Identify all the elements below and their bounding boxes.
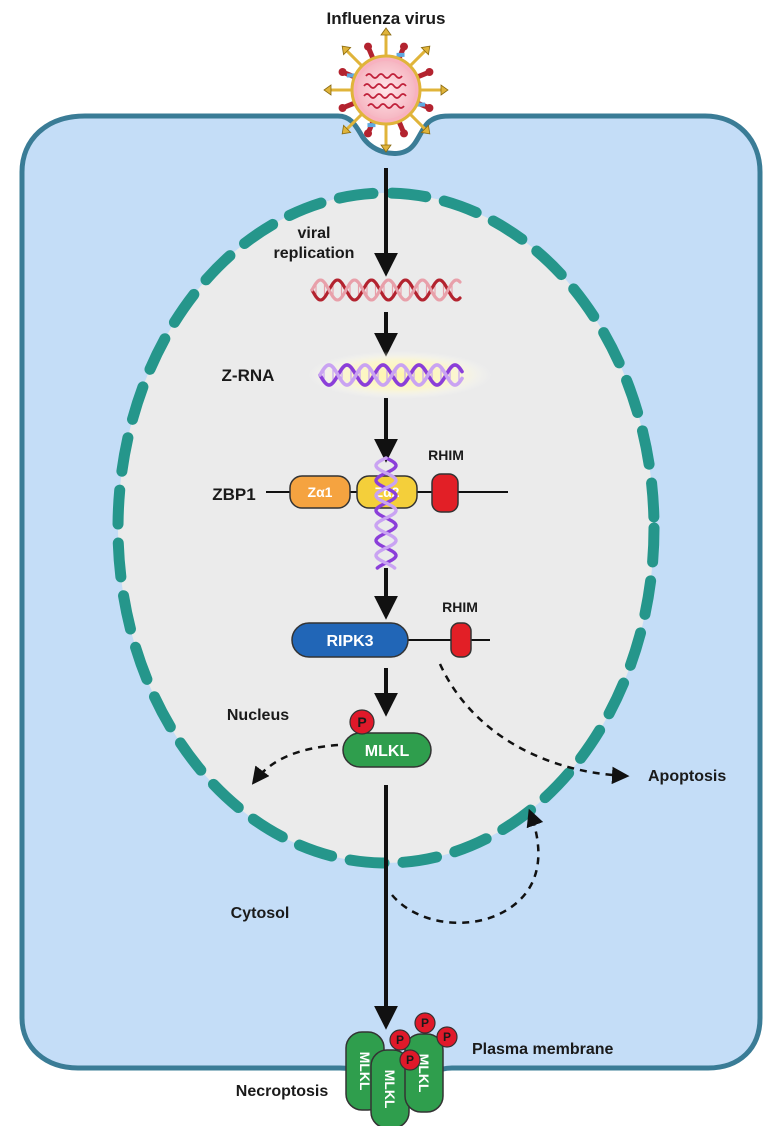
zbp1-bound-zrna-icon [374, 456, 398, 570]
mlkl-domain [342, 732, 432, 768]
mlkl-label: MLKL [365, 743, 410, 760]
viral-rna-helix-icon [310, 278, 462, 302]
zbp1-label: ZBP1 [212, 485, 255, 504]
za1-label: Zα1 [308, 484, 333, 500]
influenza-virus-icon [323, 27, 449, 153]
viral-replication-label-line1: viral [298, 225, 331, 242]
phospho-label: P [357, 714, 366, 730]
phospho-mem-4 [436, 1026, 458, 1048]
mlkl-oligomer: MLKL MLKL MLKL P P P P [345, 1012, 458, 1126]
plasma-membrane-label: Plasma membrane [472, 1041, 614, 1058]
ripk3-rhim-domain [450, 622, 472, 658]
phospho-mem-1 [389, 1029, 411, 1051]
virus-label: Influenza virus [326, 9, 445, 28]
apoptosis-arrow [438, 663, 630, 785]
mlkl-rotated-label-2: MLKL [382, 1070, 398, 1109]
zrna-label: Z-RNA [222, 366, 275, 385]
mlkl-rotated-label-1: MLKL [357, 1052, 373, 1091]
za2-label: Zα2 [375, 484, 400, 500]
zbp1-rhim-label: RHIM [428, 447, 464, 463]
za1-domain [289, 475, 351, 509]
feedback-arrow [391, 808, 544, 925]
phospho-badge [349, 709, 375, 735]
zrna-glow [308, 351, 492, 399]
zbp1-rhim-domain [431, 473, 459, 513]
cytosol-label: Cytosol [231, 905, 290, 922]
phospho-mem-2 [414, 1012, 436, 1034]
zrna-helix-icon [318, 363, 464, 387]
ripk3-domain [291, 622, 409, 658]
viral-replication-label-line2: replication [274, 245, 355, 262]
ripk3-rhim-label: RHIM [442, 599, 478, 615]
phospho-mem-label-4: P [443, 1030, 451, 1044]
phospho-mem-3 [399, 1049, 421, 1071]
apoptosis-label: Apoptosis [648, 768, 726, 785]
nucleus-label: Nucleus [227, 707, 289, 724]
phospho-mem-label-1: P [396, 1033, 404, 1047]
phospho-mem-label-3: P [406, 1053, 414, 1067]
ripk3-label: RIPK3 [326, 633, 373, 650]
phospho-mem-label-2: P [421, 1016, 429, 1030]
necroptosis-label: Necroptosis [236, 1083, 329, 1100]
za2-domain [356, 475, 418, 509]
